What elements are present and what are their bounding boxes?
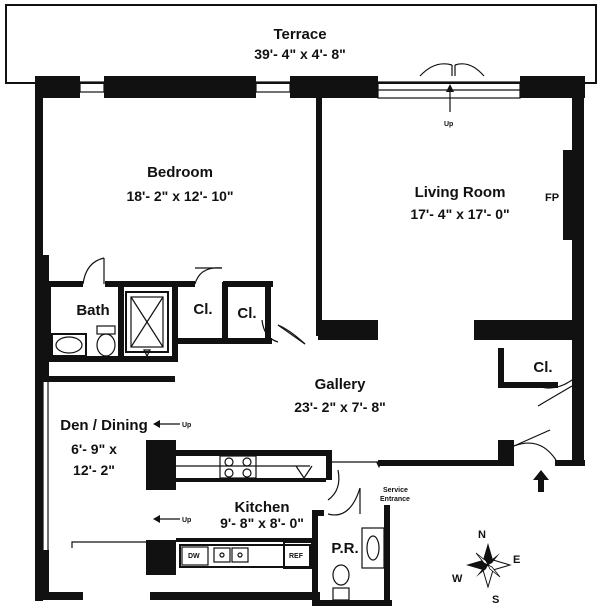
entrance-arrow-icon (533, 470, 549, 492)
terrace-door (419, 63, 485, 77)
compass-rose-icon (466, 543, 512, 589)
living-up-arrow (446, 84, 454, 112)
compass-w: W (452, 573, 463, 585)
closet3-label: Cl. (533, 359, 552, 376)
den-up-label: Up (182, 422, 191, 429)
outer-walls (35, 76, 585, 601)
compass-n: N (478, 529, 486, 541)
compass-s: S (492, 594, 499, 606)
shower-icon (125, 291, 169, 358)
living-room-dims: 17'- 4" x 17'- 0" (410, 206, 509, 222)
gallery-label: Gallery (315, 376, 367, 393)
dishwasher-label: DW (188, 553, 200, 560)
stove-icon (219, 455, 257, 479)
closet2-label: Cl. (237, 305, 256, 322)
closet2-door (261, 319, 279, 343)
terrace-dims: 39'- 4" x 4'- 8" (254, 46, 346, 62)
kitchen-label: Kitchen (234, 499, 289, 516)
bedroom-label: Bedroom (147, 164, 213, 181)
powder-room-label: P.R. (331, 540, 358, 557)
dishwasher-box (181, 546, 209, 566)
gallery-dims: 23'- 2" x 7'- 8" (294, 399, 386, 415)
bath-label: Bath (76, 302, 109, 319)
powder-sink-icon (361, 527, 385, 569)
den-label: Den / Dining (60, 417, 148, 434)
service-label-1: Service (383, 487, 408, 494)
kitchen-up-arrow (153, 515, 180, 523)
powder-toilet-icon (332, 564, 350, 601)
powder-door (327, 487, 361, 516)
refrigerator-label: REF (289, 553, 304, 560)
kitchen-up-label: Up (182, 517, 191, 524)
service-label-2: Entrance (380, 496, 410, 503)
closet-door (194, 267, 223, 285)
den-dims-1: 6'- 9" x (71, 441, 117, 457)
kitchen-dims: 9'- 8" x 8'- 0" (220, 515, 304, 531)
bedroom-dims: 18'- 2" x 12'- 10" (126, 188, 233, 204)
terrace-outline (5, 4, 597, 84)
sink-icon (51, 333, 87, 357)
closet1-label: Cl. (193, 301, 212, 318)
den-dims-2: 12'- 2" (73, 462, 115, 478)
fireplace-label: FP (545, 192, 559, 204)
toilet-icon (96, 325, 116, 357)
living-room-label: Living Room (415, 184, 506, 201)
den-up-arrow (153, 420, 180, 428)
living-up-label: Up (444, 121, 453, 128)
compass-e: E (513, 554, 520, 566)
entrance-door (513, 442, 557, 461)
kitchen-sink-icon (213, 547, 249, 563)
terrace-label: Terrace (273, 26, 326, 43)
bedroom-door (82, 257, 105, 285)
